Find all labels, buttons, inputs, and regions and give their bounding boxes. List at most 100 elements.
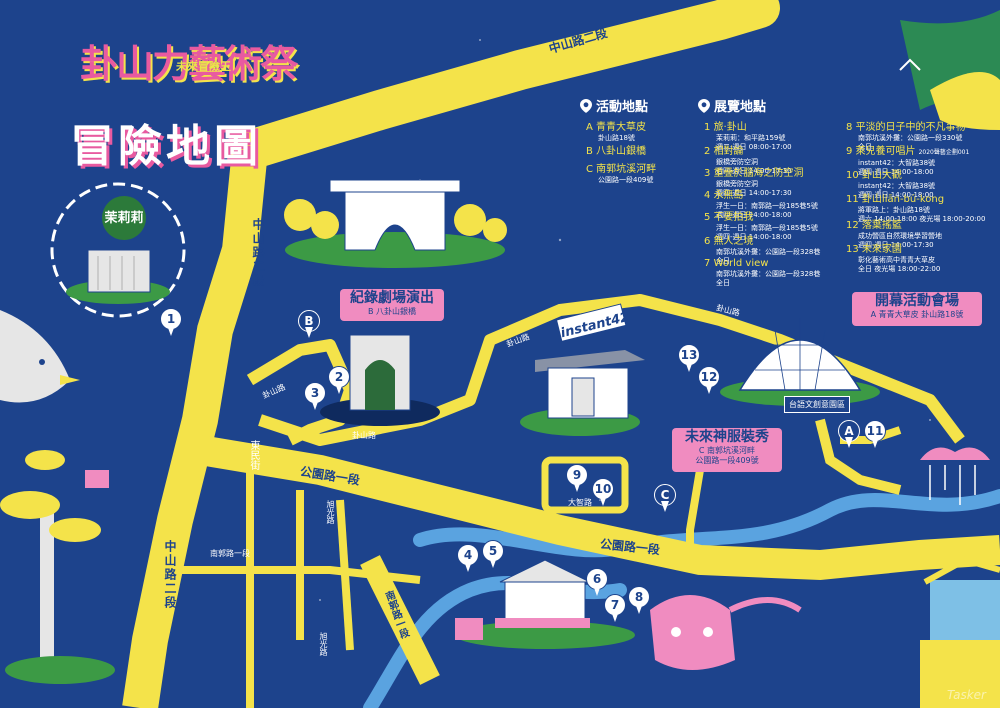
street-label-nanguo: 南郭路一段	[210, 549, 250, 558]
exhibit-name: 平淡的日子中的不凡事物	[855, 122, 966, 133]
exhibit-number: 7	[704, 258, 711, 269]
exhibit-address: instant42：大智路38號	[858, 159, 936, 167]
exhibit-hours: 週六 14:00-18:00 夜光場 18:00-20:00	[858, 215, 986, 223]
exhibit-item-4: 4 永無島浮生一日：南郭路一段185巷5號週四-週日 14:00-18:00	[704, 190, 818, 220]
exhibit-name: 卦山大觀	[861, 170, 902, 181]
map-pin-5[interactable]: 5	[482, 540, 504, 570]
exhibit-address: 銀橋旁防空洞	[716, 180, 758, 188]
exhibit-name: World view	[713, 258, 769, 269]
festival-tagline: 未來冒險王	[176, 60, 231, 73]
map-pin-13[interactable]: 13	[678, 344, 700, 374]
exhibit-hours: 週四-週日 14:00-17:30	[716, 189, 792, 197]
documentary-title: 紀錄劇場演出	[350, 290, 434, 306]
fashion-sub: 公園路一段409號	[695, 456, 759, 465]
exhibit-address: 茉莉莉：和平路159號	[716, 134, 786, 142]
exhibit-address: 南郭坑溪外攤：公園路一段330號	[858, 134, 963, 142]
exhibit-number: 3	[704, 168, 711, 179]
exhibit-name: 無人之境	[713, 236, 754, 247]
exhibit-hours: 週四-週日 14:00-18:00	[858, 168, 934, 176]
exhibit-hours: 全日	[716, 257, 730, 265]
map-pin-11[interactable]: 11	[864, 420, 886, 450]
exhibit-name: 永無島	[713, 190, 744, 201]
map-pin-12[interactable]: 12	[698, 366, 720, 396]
street-label-xuguang: 旭光路	[319, 632, 328, 656]
exhibit-number: 6	[704, 236, 711, 247]
map-pin-10[interactable]: 10	[592, 478, 614, 508]
exhibit-name: 重疊於腦海之防空洞	[713, 168, 804, 179]
map-pin-1[interactable]: 1	[160, 308, 182, 338]
street-label-guashan: 卦山路	[352, 431, 376, 440]
map-pin-9[interactable]: 9	[566, 464, 588, 494]
exhibit-number: 11	[846, 194, 859, 205]
watermark: Tasker	[947, 688, 986, 702]
map-pin-3[interactable]: 3	[304, 382, 326, 412]
exhibit-hours: 週四-週日 14:00-18:00	[858, 191, 934, 199]
road-label-zhongshan-left: 中山路二段	[251, 218, 265, 288]
events-legend-heading: 活動地點	[580, 96, 648, 115]
exhibit-name: 旅·卦山	[713, 122, 747, 133]
map-pin-4[interactable]: 4	[457, 544, 479, 574]
exhibit-item-3: 3 重疊於腦海之防空洞銀橋旁防空洞週四-週日 14:00-17:30	[704, 168, 804, 198]
street-label-dazhi: 大智路	[568, 498, 592, 507]
map-title: 冒險地圖	[70, 121, 262, 172]
fashion-callout: 未來神服裝秀 C 南郭坑溪河畔 公園路一段409號	[672, 428, 782, 472]
exhibit-number: 12	[846, 220, 859, 231]
exhibit-address: 銀橋旁防空洞	[716, 158, 758, 166]
exhibit-address: 彰化藝術高中青青大草皮	[858, 256, 935, 264]
opening-title: 開幕活動會場	[875, 293, 959, 309]
exhibit-hours: 全日	[716, 279, 730, 287]
exhibit-address: instant42：大智路38號	[858, 182, 936, 190]
map-pin-c[interactable]: C	[654, 484, 676, 514]
event-item-a: A 青青大草皮 卦山路18號	[586, 122, 647, 142]
exhibit-item-1: 1 旅·卦山茉莉莉：和平路159號週二-週日 08:00-17:00	[704, 122, 792, 152]
documentary-sub: B 八卦山銀橋	[367, 307, 417, 316]
event-item-b: B 八卦山銀橋	[586, 146, 647, 157]
exhibit-name: 萊兒養可唱片	[855, 146, 916, 157]
exhibit-address: 將軍路上：卦山路18號	[858, 206, 930, 214]
exhibit-name: 卦山liān-bú-kong	[861, 194, 945, 205]
opening-sub: A 青青大草皮 卦山路18號	[870, 310, 964, 319]
exhibit-address: 南郭坑溪外攤：公園路一段328巷	[716, 270, 821, 278]
exhibit-number: 1	[704, 122, 711, 133]
map-pin-7[interactable]: 7	[604, 594, 626, 624]
exhibit-item-8: 8 平淡的日子中的不凡事物南郭坑溪外攤：公園路一段330號全日	[846, 122, 966, 152]
exhibit-hours: 全日	[858, 143, 872, 151]
exhibit-address: 浮生一日：南郭路一段185巷5號	[716, 224, 818, 232]
moli-shop-logo: 茉莉莉	[102, 196, 146, 240]
exhibit-address: 浮生一日：南郭路一段185巷5號	[716, 202, 818, 210]
pin-icon	[580, 98, 592, 113]
map-pin-8[interactable]: 8	[628, 586, 650, 616]
exhibit-note: 2020聲藝企劃001	[918, 149, 970, 156]
street-label-xuguang: 旭光路	[326, 500, 335, 524]
exhibit-name: 落葉搖籃	[861, 220, 902, 231]
events-heading-text: 活動地點	[596, 100, 649, 115]
map-pin-2[interactable]: 2	[328, 366, 350, 396]
exhibits-heading-text: 展覽地點	[714, 100, 767, 115]
exhibit-name: 相對論	[713, 146, 744, 157]
map-pin-6[interactable]: 6	[586, 568, 608, 598]
exhibit-hours: 週四-週日 14:00-18:00	[716, 211, 792, 219]
exhibit-hours: 週四-週日 14:00-17:30	[858, 241, 934, 249]
festival-title: 卦山力藝術祭	[80, 41, 298, 86]
exhibit-address: 南郭坑溪外攤：公園路一段328巷	[716, 248, 821, 256]
exhibit-name: 不要拍我	[713, 212, 754, 223]
map-pin-b[interactable]: B	[298, 310, 320, 340]
exhibit-name: 未來家園	[861, 244, 902, 255]
exhibit-item-12: 12 落葉搖籃成功營區自然環境學習營地週四-週日 14:00-17:30	[846, 220, 942, 250]
exhibit-number: 9	[846, 146, 853, 157]
exhibit-hours: 週二-週日 08:00-17:00	[716, 143, 792, 151]
exhibit-item-13: 13 未來家園彰化藝術高中青青大草皮全日 夜光場 18:00-22:00	[846, 244, 940, 274]
exhibit-number: 10	[846, 170, 859, 181]
fashion-title: 未來神服裝秀	[685, 429, 769, 445]
exhibit-item-2: 2 相對論銀橋旁防空洞週四-週日 14:00-17:30	[704, 146, 792, 176]
exhibit-number: 13	[846, 244, 859, 255]
exhibit-item-5: 5 不要拍我浮生一日：南郭路一段185巷5號週四-週日 14:00-18:00	[704, 212, 818, 242]
street-label-dongmin: 東民街	[248, 440, 259, 470]
map-pin-a[interactable]: A	[838, 420, 860, 450]
road-label-zhongshan-bottom: 中山路二段	[163, 540, 177, 610]
documentary-callout: 紀錄劇場演出 B 八卦山銀橋	[340, 289, 444, 321]
